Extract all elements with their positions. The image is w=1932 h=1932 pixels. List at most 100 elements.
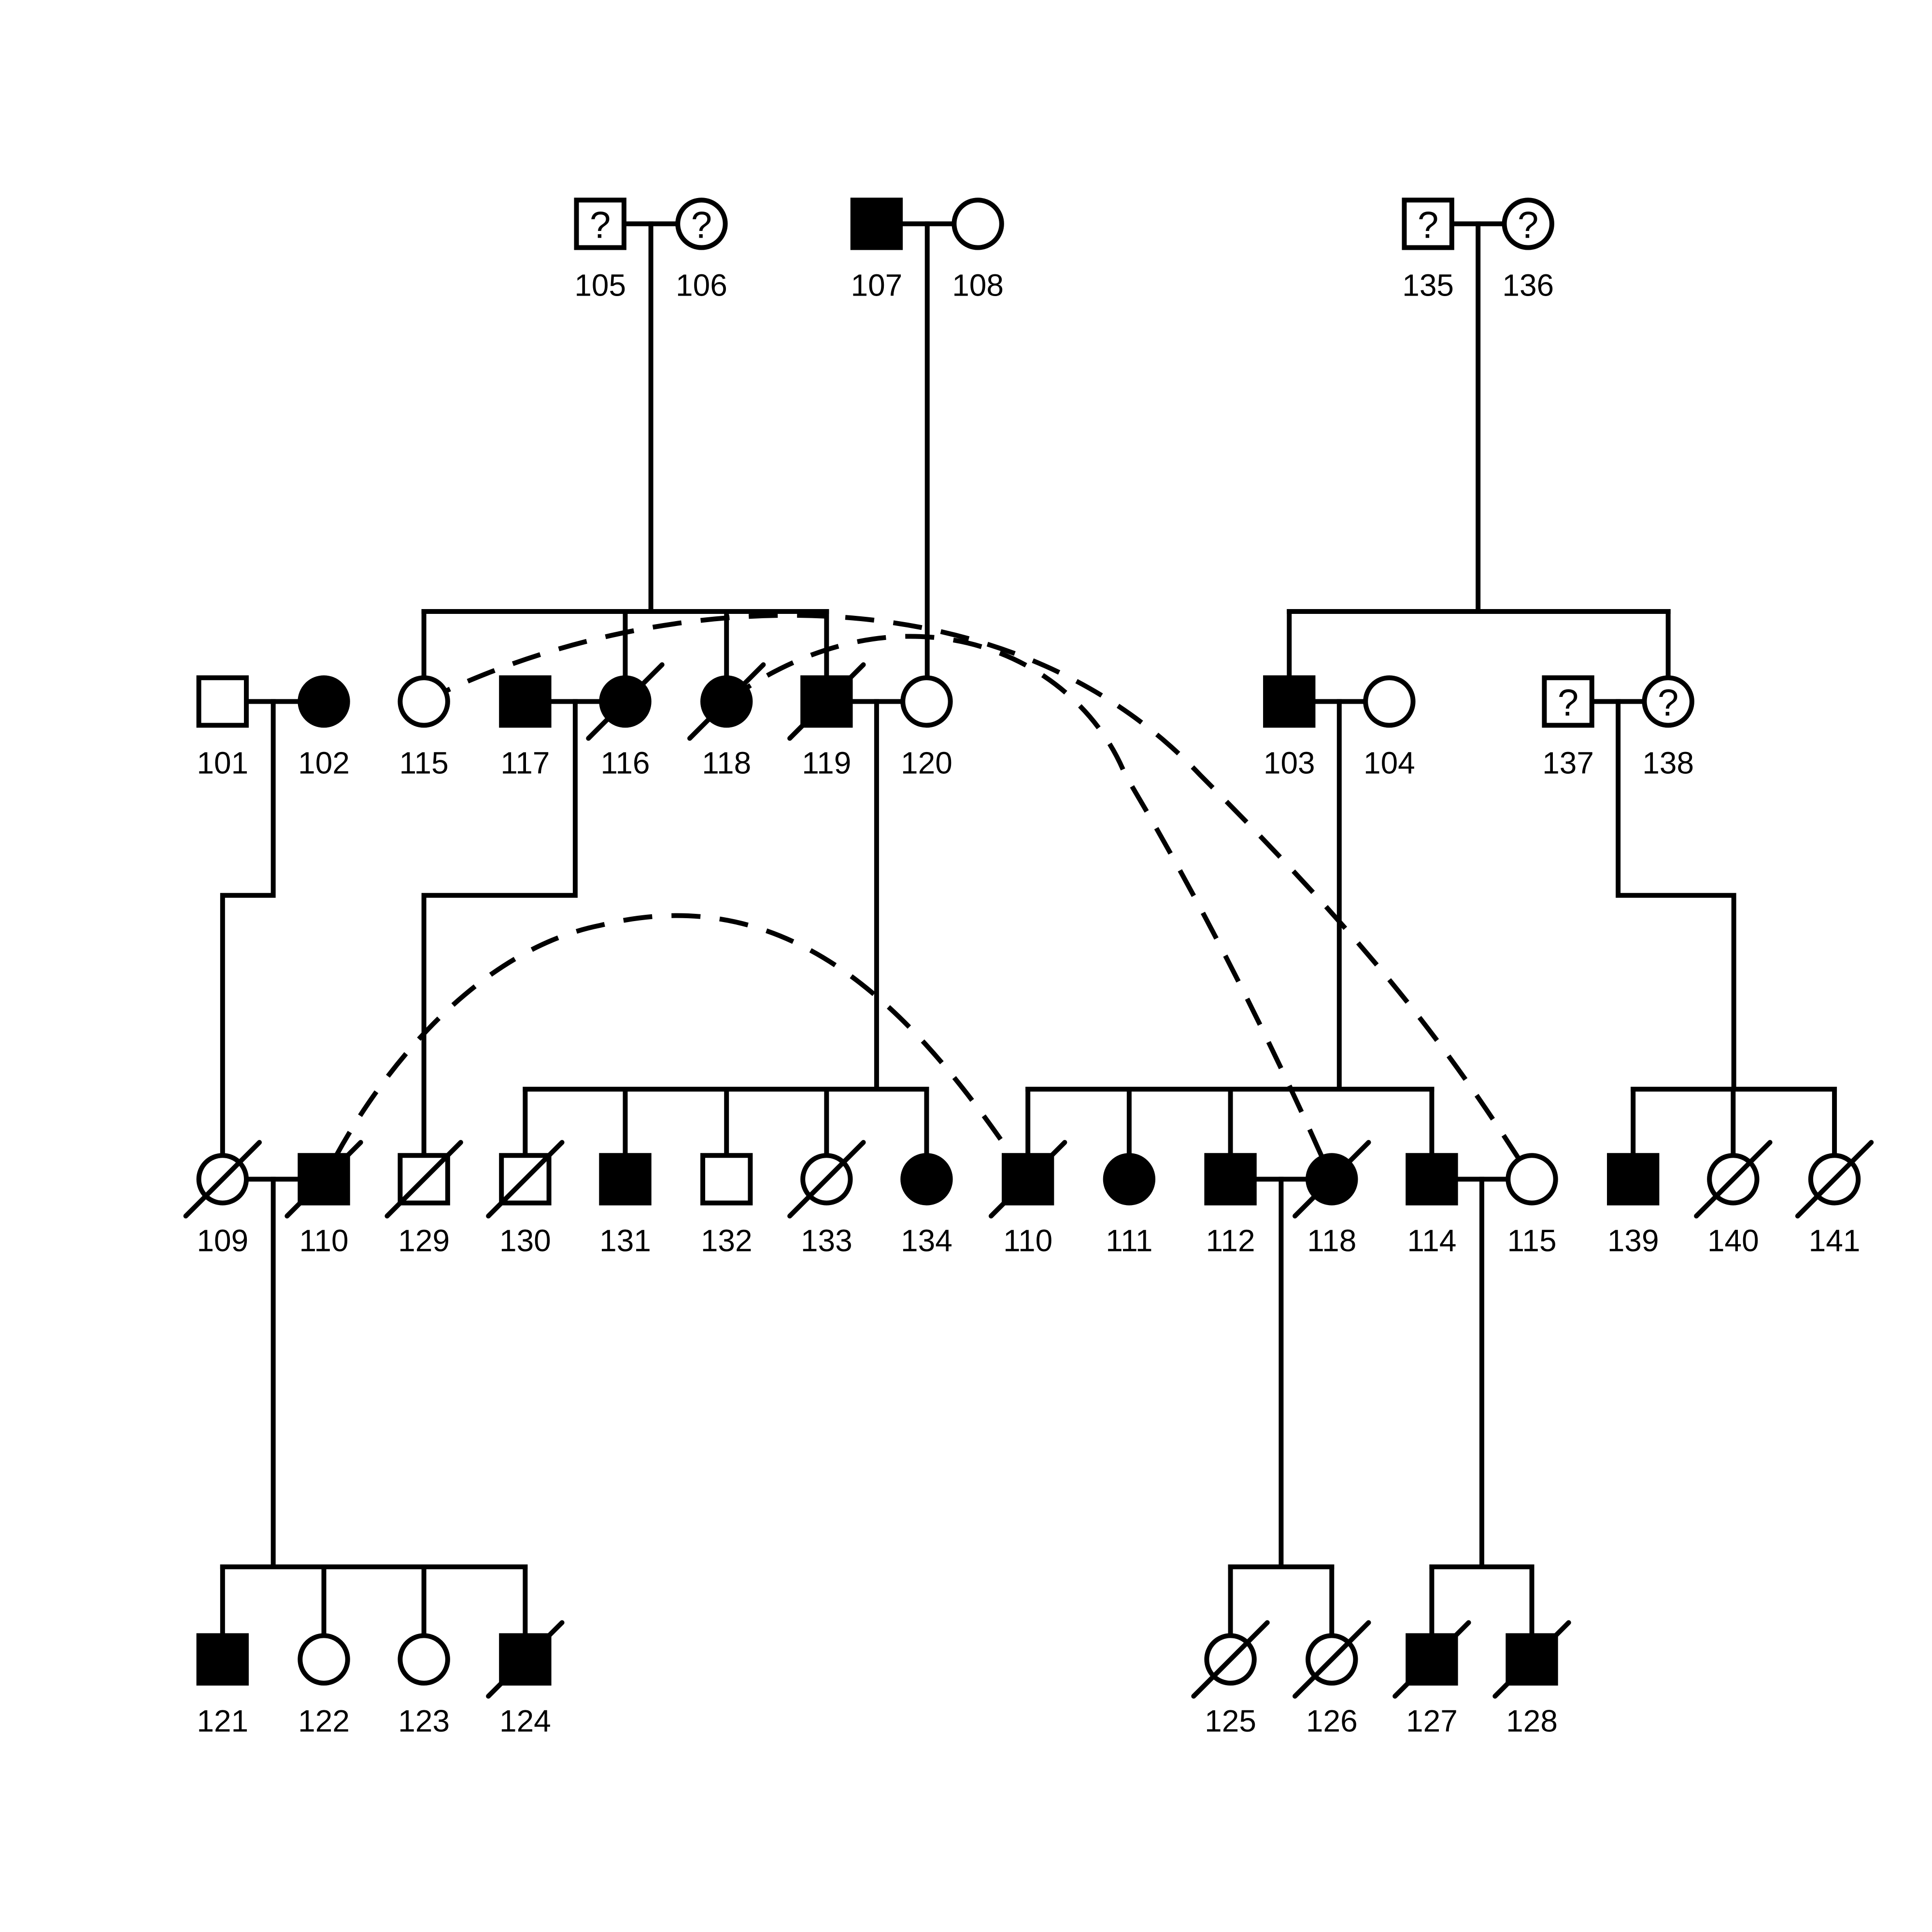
individual-label: 112 — [1206, 1223, 1255, 1258]
descent-line — [220, 699, 276, 1158]
individual-label: 103 — [1264, 746, 1315, 781]
individual-label: 114 — [1407, 1223, 1456, 1258]
individual-117: 117 — [499, 675, 552, 781]
individual-132: 132 — [700, 1153, 753, 1258]
individual-label: 119 — [802, 746, 851, 781]
individual-116: 116 — [586, 662, 665, 781]
individual-label: 105 — [574, 268, 626, 303]
individual-label: 121 — [197, 1704, 248, 1738]
individual-label: 110 — [299, 1223, 349, 1258]
male-symbol — [196, 1633, 249, 1686]
individual-label: 141 — [1809, 1223, 1861, 1258]
deceased-slash — [687, 662, 766, 741]
individual-134: 134 — [900, 1153, 953, 1258]
individual-label: 101 — [197, 746, 248, 781]
deceased-slash — [284, 1140, 363, 1219]
mating-137-138 — [1589, 699, 1837, 1158]
mating-109-110a — [220, 1177, 528, 1638]
unknown-status-marker: ? — [1558, 681, 1578, 724]
mating-135-136 — [1287, 221, 1671, 681]
female-symbol — [298, 675, 350, 728]
individual-label: 126 — [1306, 1704, 1358, 1738]
mating-103-104 — [1025, 699, 1435, 1158]
individual-101: 101 — [196, 675, 249, 781]
individual-121: 121 — [196, 1633, 249, 1738]
individual-label: 116 — [600, 746, 650, 781]
individual-118a: 118 — [687, 662, 766, 781]
individual-label: 109 — [197, 1223, 248, 1258]
individual-label: 139 — [1607, 1223, 1659, 1258]
individual-label: 123 — [398, 1704, 450, 1738]
individual-106: ?106 — [675, 198, 728, 303]
individual-label: 131 — [599, 1223, 651, 1258]
individual-124: 124 — [486, 1620, 565, 1738]
deceased-slash — [1293, 1620, 1371, 1699]
female-symbol — [900, 675, 953, 728]
individual-label: 128 — [1506, 1704, 1558, 1738]
female-symbol — [675, 198, 728, 250]
deceased-slash — [1795, 1140, 1874, 1219]
individual-111: 111 — [1103, 1153, 1156, 1258]
female-symbol — [1363, 675, 1416, 728]
individual-label: 120 — [901, 746, 952, 781]
deceased-slash — [1492, 1620, 1571, 1699]
individual-label: 118 — [1307, 1223, 1356, 1258]
individual-127: 127 — [1392, 1620, 1471, 1738]
individual-119: 119 — [787, 662, 866, 781]
duplicate-link-115a — [423, 612, 1534, 1181]
individual-label: 106 — [676, 268, 727, 303]
individual-140: 140 — [1694, 1140, 1773, 1258]
individual-label: 137 — [1542, 746, 1594, 781]
mating-112-118b — [1228, 1177, 1335, 1638]
individual-label: 129 — [398, 1223, 450, 1258]
deceased-slash — [486, 1620, 565, 1699]
individual-label: 136 — [1502, 268, 1554, 303]
individual-133: 133 — [787, 1140, 866, 1258]
male-symbol — [700, 1153, 753, 1206]
female-symbol — [1642, 675, 1694, 728]
female-symbol — [298, 1633, 350, 1686]
individual-label: 134 — [901, 1223, 952, 1258]
individual-label: 132 — [701, 1223, 753, 1258]
individual-125: 125 — [1191, 1620, 1270, 1738]
deceased-slash — [787, 1140, 866, 1219]
female-symbol — [398, 1633, 450, 1686]
individual-135: ? 135 — [1402, 198, 1454, 303]
deceased-slash — [1392, 1620, 1471, 1699]
individual-label: 111 — [1106, 1223, 1152, 1258]
mating-105-106 — [421, 221, 829, 681]
individual-126: 126 — [1293, 1620, 1371, 1738]
individual-label: 133 — [801, 1223, 852, 1258]
individual-label: 115 — [1507, 1223, 1557, 1258]
male-symbol — [1406, 1153, 1458, 1206]
individual-label: 135 — [1402, 268, 1454, 303]
individual-139: 139 — [1607, 1153, 1660, 1258]
individual-label: 130 — [499, 1223, 551, 1258]
male-symbol — [1402, 198, 1454, 250]
female-symbol — [1502, 198, 1554, 250]
individual-label: 122 — [298, 1704, 350, 1738]
unknown-status-marker: ? — [1418, 203, 1438, 246]
individual-104: 104 — [1363, 675, 1416, 781]
deceased-slash — [586, 662, 665, 741]
mating-107-108 — [898, 221, 957, 681]
mating-117-116 — [421, 699, 604, 1158]
individual-109: 109 — [183, 1140, 262, 1258]
individual-129: 129 — [384, 1140, 463, 1258]
individual-138: ?138 — [1642, 675, 1694, 781]
individual-label: 125 — [1205, 1704, 1256, 1738]
duplicate-link-118a — [725, 634, 1334, 1180]
deceased-slash — [1293, 1140, 1371, 1219]
individual-115a: 115 — [398, 675, 450, 781]
mating-101-102 — [220, 699, 303, 1158]
individual-label: 115 — [399, 746, 449, 781]
individual-137: ? 137 — [1542, 675, 1594, 781]
unknown-status-marker: ? — [1518, 203, 1538, 246]
individual-110a: 110 — [284, 1140, 363, 1258]
individual-110b: 110 — [988, 1140, 1067, 1258]
individual-label: 118 — [702, 746, 751, 781]
individual-label: 138 — [1642, 746, 1694, 781]
deceased-slash — [183, 1140, 262, 1219]
